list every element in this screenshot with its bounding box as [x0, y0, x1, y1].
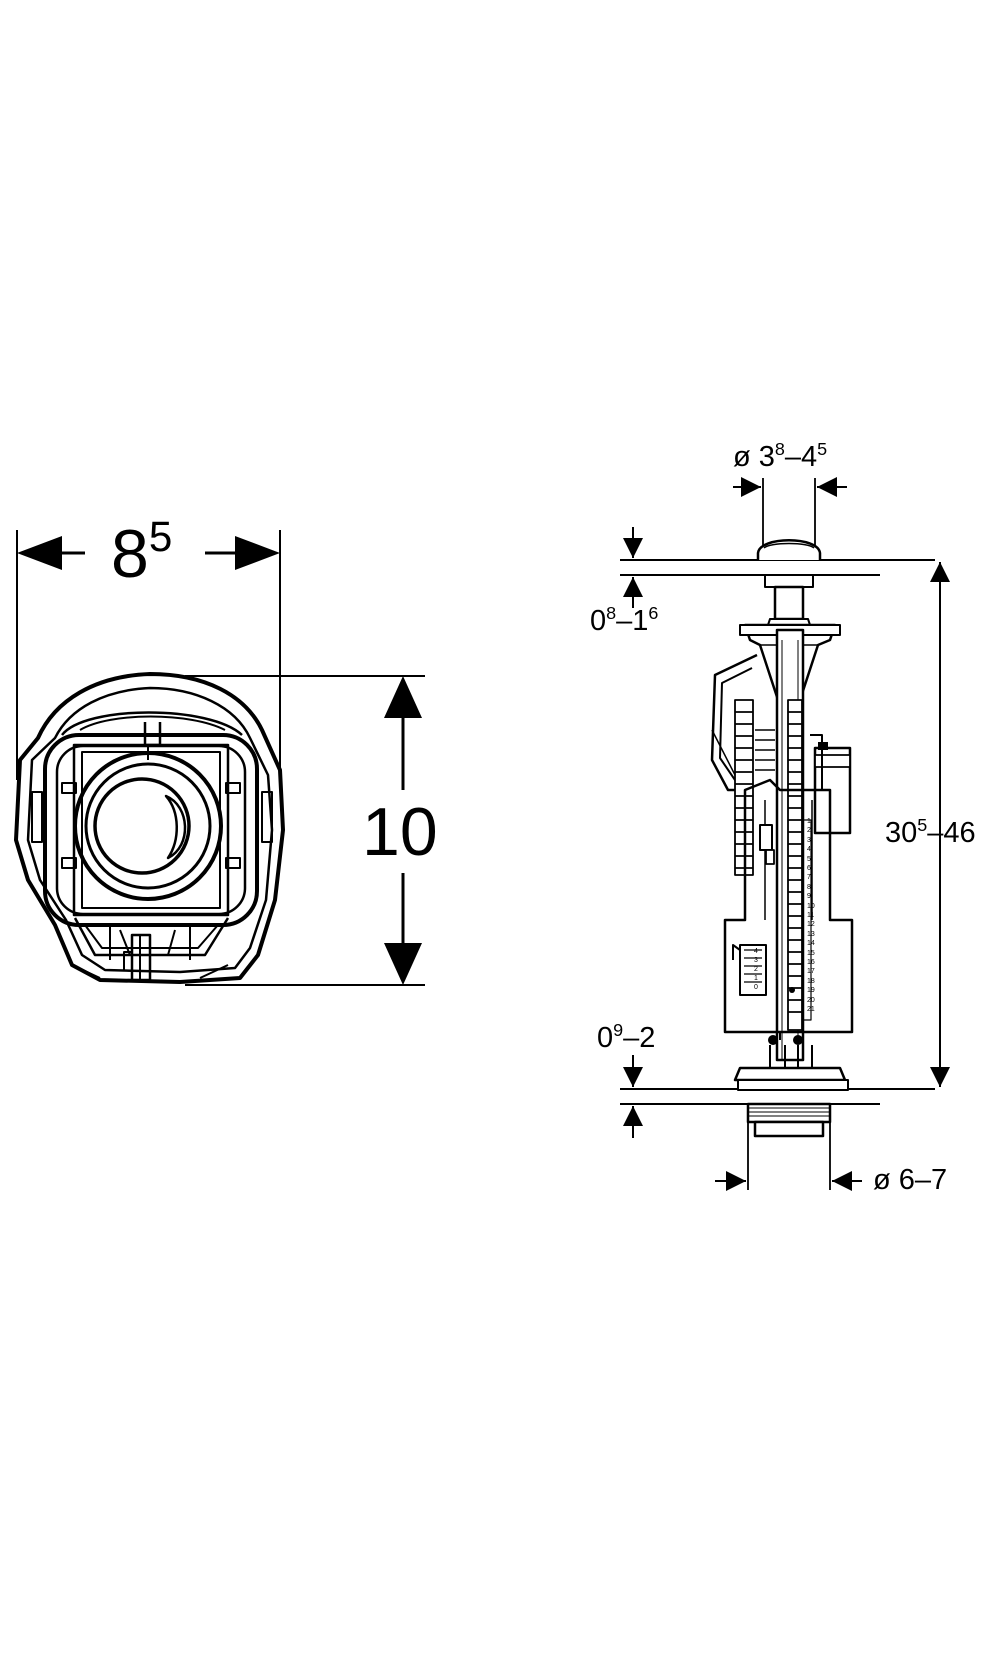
scale-tick-right: 19	[807, 987, 815, 995]
top-thickness-mid: –1	[616, 605, 649, 637]
front-view	[14, 530, 425, 986]
button-diameter-sup2: 5	[817, 438, 828, 459]
bottom-thickness-a: 0	[597, 1022, 614, 1054]
scale-tick-left: 0	[754, 984, 758, 991]
outlet-diameter-label: ø 6–7	[873, 1166, 947, 1195]
outlet-diameter-text: ø 6–7	[873, 1164, 948, 1196]
width-main: 8	[111, 516, 149, 592]
scale-tick-left: 4	[754, 948, 758, 955]
top-thickness-sup2: 6	[648, 602, 659, 623]
scale-tick-right: 4	[807, 846, 811, 854]
overall-height-a: 30	[885, 817, 918, 849]
overall-height-rest: –46	[927, 817, 976, 849]
button-diameter-sup1: 8	[774, 438, 785, 459]
height-main: 10	[362, 794, 438, 870]
top-thickness-sup1: 8	[606, 602, 617, 623]
scale-tick-right: 1	[807, 818, 811, 825]
button-diameter-prefix: ø 3	[733, 441, 775, 473]
scale-tick-right: 3	[807, 836, 811, 844]
button-diameter-label: ø 38–45	[733, 440, 827, 473]
scale-tick-right: 2	[807, 827, 811, 835]
scale-tick-right: 14	[807, 940, 815, 948]
bottom-plate-thickness-label: 09–2	[597, 1021, 656, 1054]
scale-tick-right: 7	[807, 874, 811, 882]
scale-tick-right: 6	[807, 865, 811, 872]
scale-tick-right: 17	[807, 968, 815, 976]
scale-tick-right: 5	[807, 855, 811, 863]
scale-tick-right: 10	[807, 902, 815, 910]
width-sup: 5	[148, 512, 173, 560]
overall-height-label: 305–46	[885, 816, 976, 849]
scale-tick-right: 13	[807, 930, 815, 938]
width-dimension-label: 85	[111, 515, 172, 588]
scale-tick-left: 3	[754, 957, 758, 964]
height-dimension-label: 10	[362, 798, 438, 866]
scale-tick-left: 2	[754, 966, 758, 973]
scale-tick-right: 12	[807, 921, 815, 929]
scale-tick-right: 11	[807, 912, 815, 919]
button-diameter-mid: –4	[784, 441, 818, 473]
overall-height-sup1: 5	[917, 814, 928, 835]
scale-tick-right: 15	[807, 949, 815, 957]
scale-tick-right: 18	[807, 977, 815, 985]
scale-tick-right: 20	[807, 996, 815, 1004]
top-thickness-a: 0	[590, 605, 607, 637]
scale-tick-left: 1	[754, 975, 758, 982]
scale-tick-right: 8	[807, 883, 811, 891]
scale-tick-right: 21	[807, 1006, 815, 1013]
top-plate-thickness-label: 08–16	[590, 604, 658, 637]
bottom-thickness-rest: –2	[623, 1022, 656, 1054]
side-view	[620, 477, 950, 1191]
bottom-thickness-sup1: 9	[613, 1019, 624, 1040]
scale-tick-right: 16	[807, 959, 815, 966]
scale-tick-right: 9	[807, 893, 811, 901]
